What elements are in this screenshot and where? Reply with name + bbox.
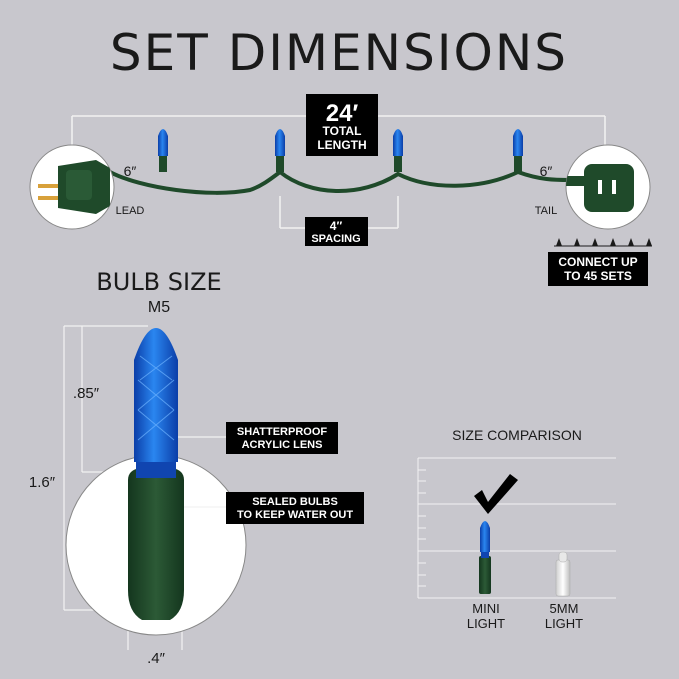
5mm-light-bulb	[555, 551, 571, 597]
plug-detail	[29, 144, 115, 230]
bulb-type: M5	[148, 299, 170, 316]
spacing-label: SPACING	[311, 233, 360, 245]
wire	[109, 169, 571, 195]
lens-height-label: .85″	[73, 385, 100, 402]
mini-light-line1: MINI	[472, 601, 499, 616]
lens-callout: SHATTERPROOF ACRYLIC LENS	[226, 422, 338, 454]
sealed-callout-line2: TO KEEP WATER OUT	[237, 509, 353, 521]
tail-label: TAIL	[535, 205, 557, 217]
socket-detail	[565, 144, 651, 230]
strand-bulbs	[158, 129, 523, 172]
5mm-light-line1: 5MM	[550, 601, 579, 616]
sealed-callout-line1: SEALED BULBS	[252, 496, 338, 508]
5mm-light-line2: LIGHT	[545, 616, 583, 631]
tail-value: 6″	[540, 163, 553, 179]
page-title: SET DIMENSIONS	[110, 24, 568, 82]
mini-light-bulb	[479, 521, 491, 594]
checkmark-icon	[474, 474, 518, 514]
connect-line2: TO 45 SETS	[564, 269, 632, 283]
socket-icon	[566, 164, 634, 212]
lens-callout-line2: ACRYLIC LENS	[242, 439, 323, 451]
plug-icon	[38, 160, 110, 214]
connect-line1: CONNECT UP	[558, 255, 637, 269]
total-height-label: 1.6″	[29, 474, 56, 491]
spacing-value: 4″	[330, 219, 343, 233]
bulb-icon	[158, 129, 168, 172]
large-bulb	[65, 328, 247, 636]
lead-label: LEAD	[116, 205, 145, 217]
comparison-heading: SIZE COMPARISON	[452, 427, 582, 443]
sealed-callout: SEALED BULBS TO KEEP WATER OUT	[226, 492, 364, 524]
lead-value: 6″	[124, 163, 137, 179]
total-length-line1: TOTAL	[323, 124, 362, 138]
bulb-icon	[513, 129, 523, 172]
spacing-badge: 4″ SPACING	[305, 217, 368, 246]
mini-light-line2: LIGHT	[467, 616, 505, 631]
total-length-line2: LENGTH	[317, 138, 366, 152]
bulb-icon	[275, 129, 285, 172]
base-width-label: .4″	[147, 650, 166, 667]
connect-badge: CONNECT UP TO 45 SETS	[548, 252, 648, 286]
connect-icons	[554, 238, 652, 247]
comparison-ruler	[417, 457, 616, 599]
callout-lines	[178, 436, 226, 508]
bulb-icon	[393, 129, 403, 172]
total-length-badge: 24′ TOTAL LENGTH	[306, 94, 378, 156]
lens-callout-line1: SHATTERPROOF	[237, 426, 328, 438]
total-length-value: 24′	[326, 100, 359, 127]
bulb-size-heading: BULB SIZE	[96, 268, 221, 296]
